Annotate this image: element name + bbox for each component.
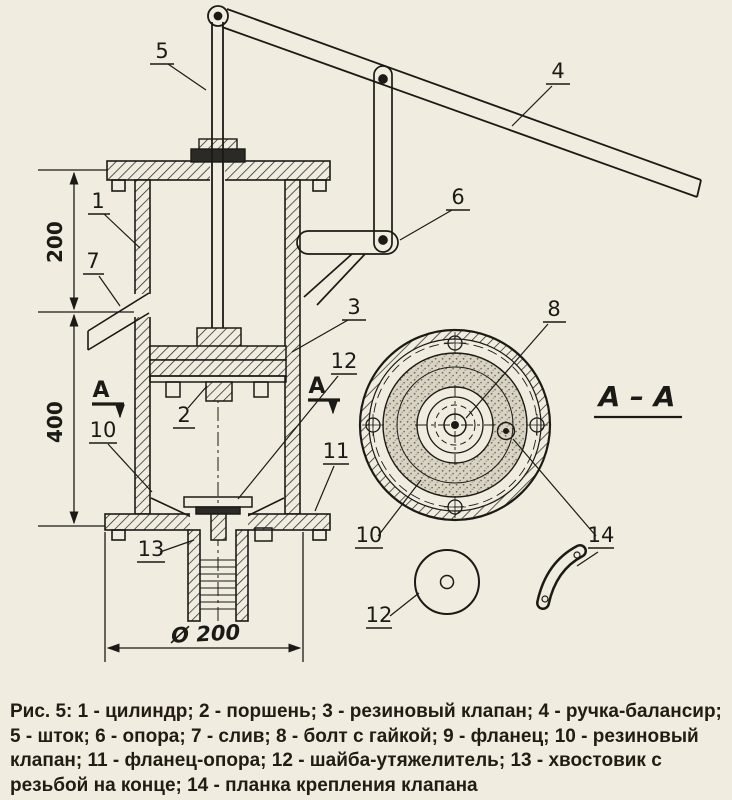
pump-diagram: 200 400 <box>38 5 702 662</box>
label-underlines <box>83 63 614 629</box>
figure-caption: Рис. 5: 1 - цилиндр; 2 - поршень; 3 - ре… <box>0 694 732 799</box>
section-title: А – А <box>597 380 676 413</box>
dim-lower-height: 400 <box>43 401 67 443</box>
label-4: 4 <box>551 59 564 83</box>
label-1: 1 <box>91 189 104 213</box>
section-marker-left: А <box>92 378 109 403</box>
part-labels: 5 4 1 7 6 3 12 8 2 10 11 13 10 12 14 <box>86 39 614 627</box>
leader-lines <box>98 63 599 617</box>
label-10: 10 <box>90 418 117 442</box>
piston <box>149 327 287 402</box>
bottom-valve <box>183 496 273 542</box>
label-12-washer: 12 <box>366 603 393 627</box>
support-link <box>296 65 399 306</box>
dim-diameter: Ø 200 <box>170 620 241 648</box>
piston-rod <box>207 5 229 340</box>
label-10-section: 10 <box>356 523 383 547</box>
section-view <box>358 328 552 522</box>
dimension-diameter <box>104 532 304 662</box>
label-5: 5 <box>155 39 168 63</box>
handle-balancer <box>221 8 702 198</box>
label-7: 7 <box>86 249 99 273</box>
label-2: 2 <box>177 403 190 427</box>
label-13: 13 <box>138 537 165 561</box>
washer-detail <box>414 549 480 615</box>
clamp-strap-detail <box>536 544 587 610</box>
dimension-heights <box>38 169 137 527</box>
label-14: 14 <box>588 523 615 547</box>
gland <box>190 138 246 163</box>
drain-pipe <box>87 292 151 351</box>
label-3: 3 <box>347 295 360 319</box>
caption-prefix: Рис. 5 <box>10 701 67 722</box>
section-cut-markers: А А <box>92 374 340 419</box>
tail-tube <box>187 529 249 622</box>
label-11: 11 <box>323 439 350 463</box>
caption-body: : 1 - цилиндр; 2 - поршень; 3 - резиновы… <box>10 701 722 797</box>
rod-passage <box>210 160 225 181</box>
label-8: 8 <box>547 297 560 321</box>
section-marker-right: А <box>308 374 325 399</box>
dim-upper-height: 200 <box>43 221 67 263</box>
label-12: 12 <box>331 349 358 373</box>
label-6: 6 <box>451 185 464 209</box>
